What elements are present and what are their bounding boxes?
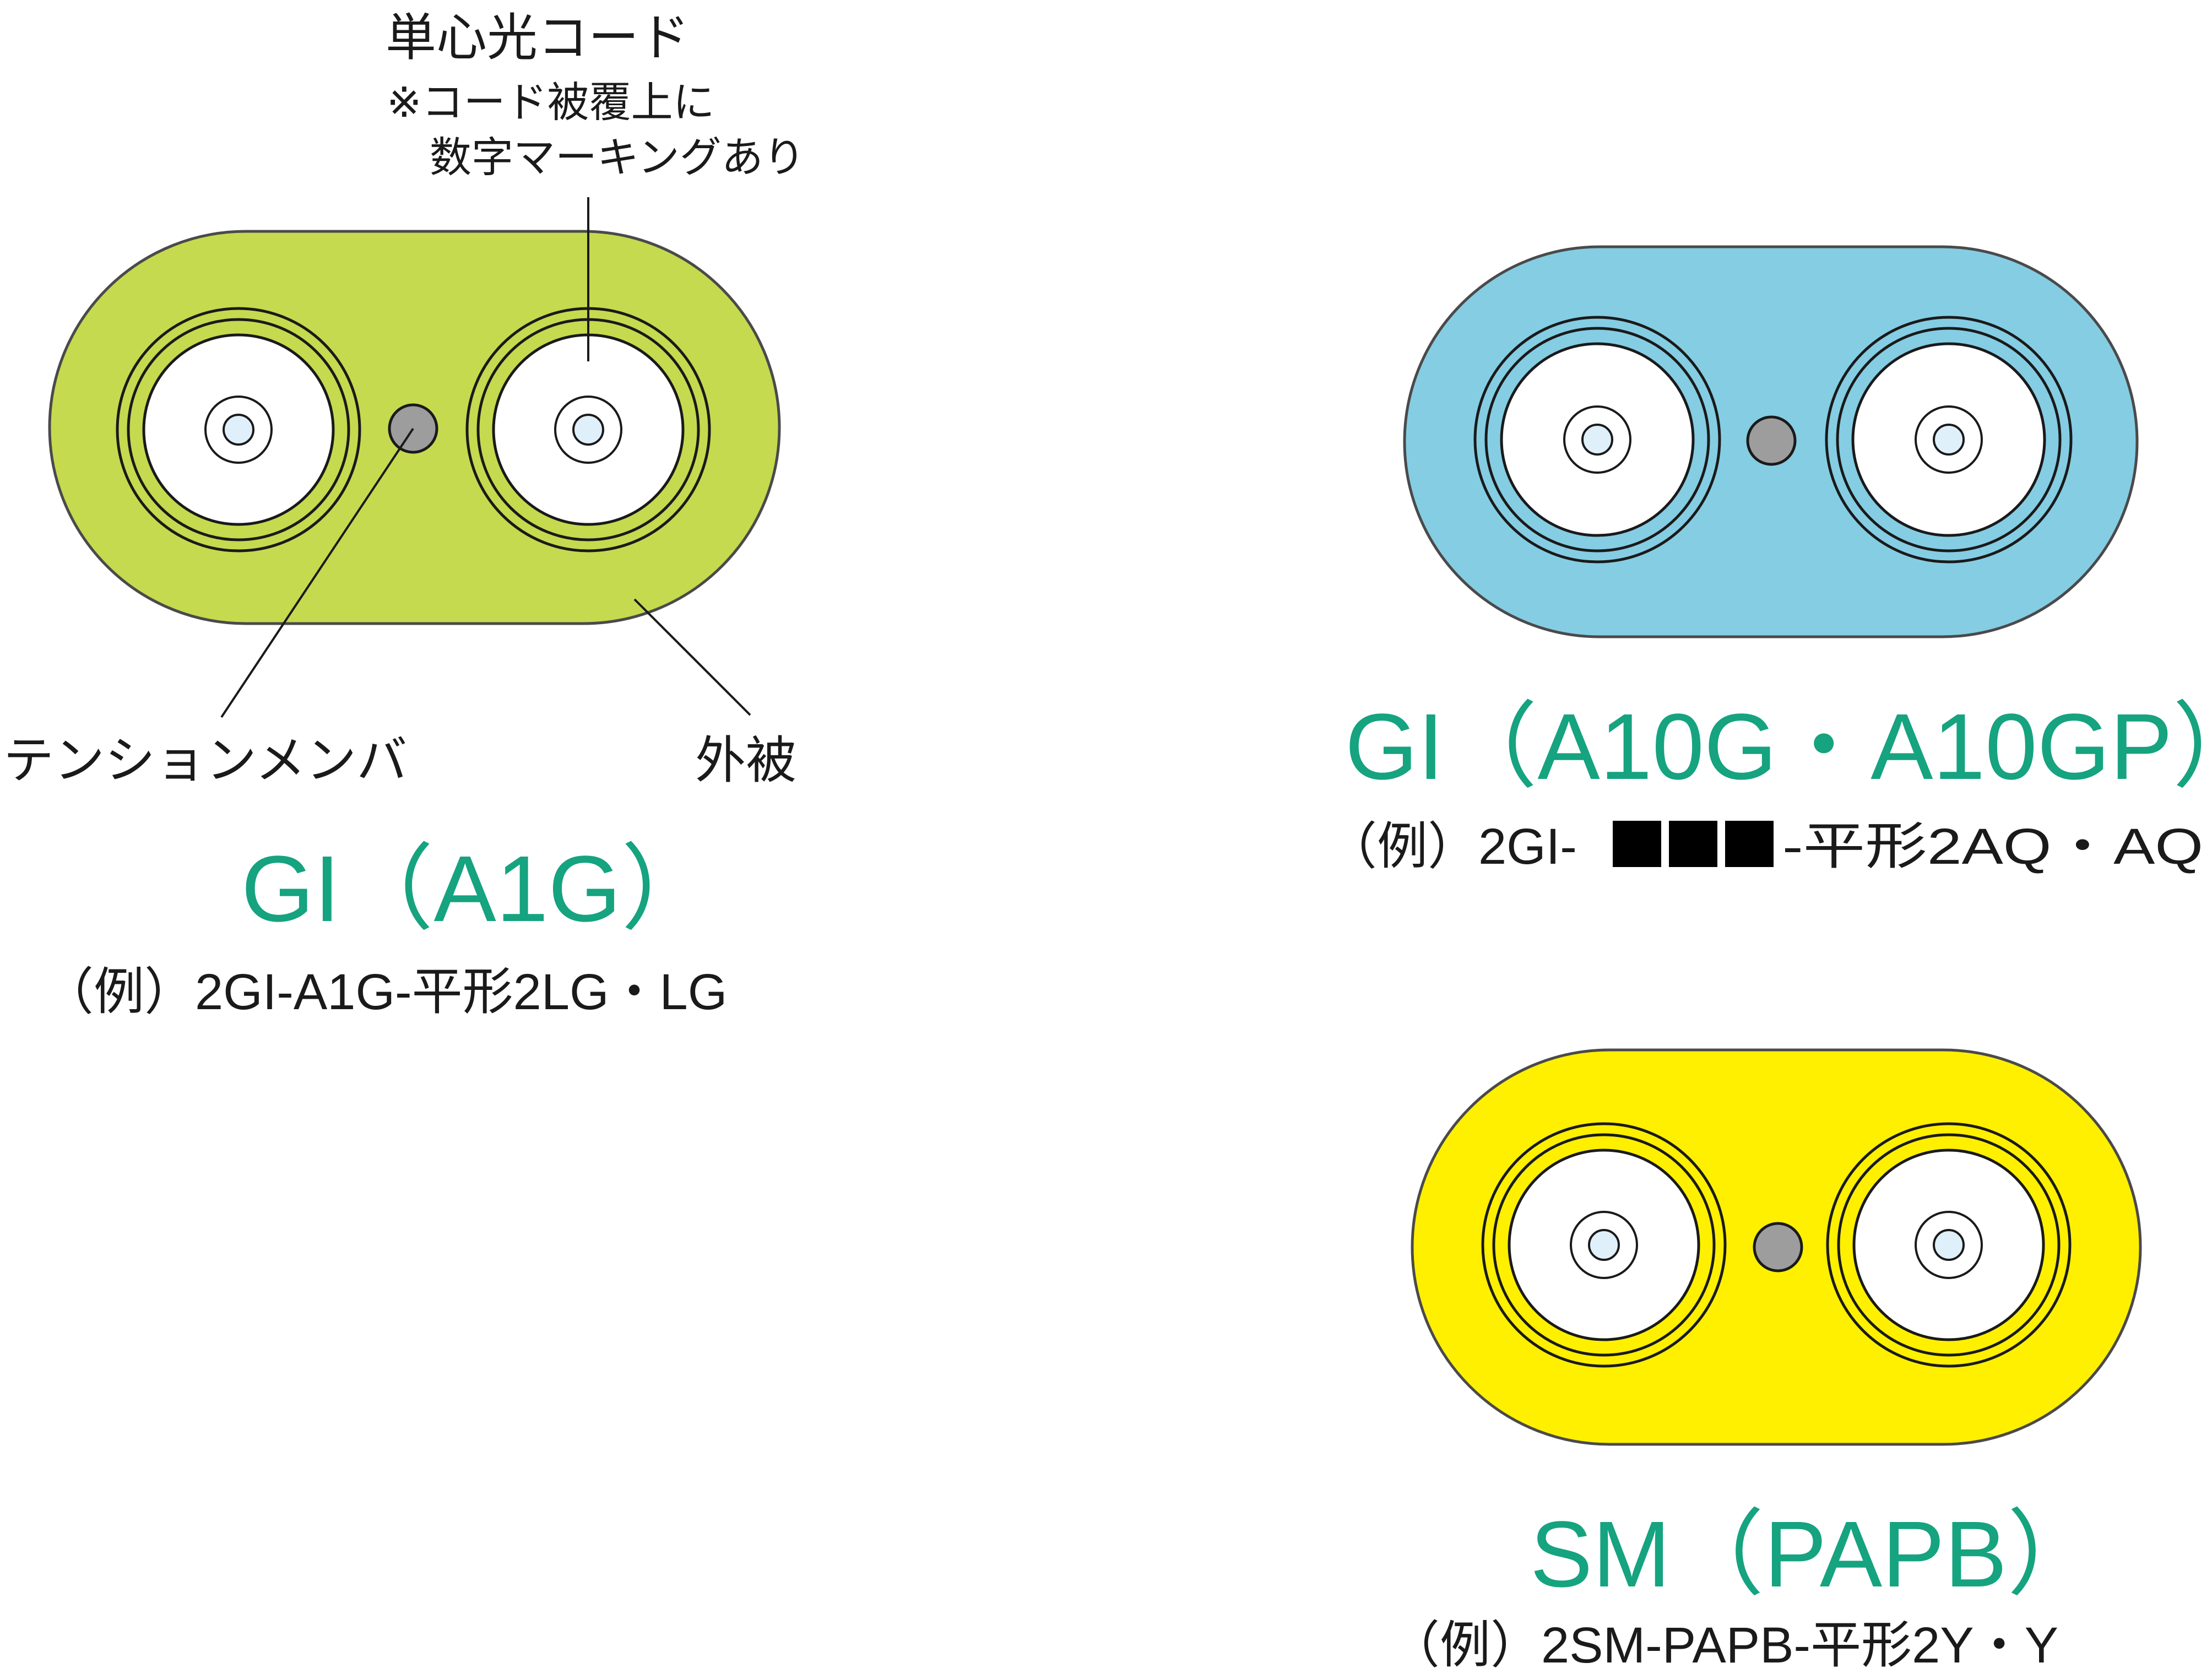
title-gi-a10g: GI（A10G・A10GP） (1345, 695, 2212, 799)
title-sm-papb: SM（PAPB） (1530, 1502, 2101, 1607)
cable-sm-papb-right-cord (1826, 1122, 2072, 1368)
example-sm-papb: （例）2SM-PAPB-平形2Y・Y (1389, 1617, 2058, 1673)
label-jacket: 外被 (695, 731, 796, 790)
title-gi-a1g: GI（A1G） (241, 837, 715, 941)
cable-gi-a10g-tension-member (1746, 415, 1797, 466)
model-code-redaction-3 (1725, 821, 1774, 867)
model-code-redaction-1 (1613, 821, 1661, 867)
label-single-core-cord: 単心光コード (386, 8, 690, 67)
label-marking-note-line1: ※コード被覆上に (387, 78, 715, 127)
example-gi-a10g-suffix: -平形2AQ・AQ (1782, 819, 2203, 875)
label-marking-note-line2: 数字マーキングあり (430, 133, 805, 182)
leader-jacket (633, 598, 751, 716)
cable-gi-a1g (48, 230, 781, 625)
leader-tension-member (220, 427, 414, 718)
label-tension-member: テンションメンバ (3, 731, 407, 790)
cable-gi-a10g-right-cord (1825, 316, 2073, 564)
cable-gi-a1g-left-cord (116, 307, 361, 553)
example-gi-a1g: （例）2GI-A1G-平形2LG・LG (43, 964, 727, 1020)
cable-sm-papb-tension-member (1753, 1222, 1803, 1272)
model-code-redaction-2 (1669, 821, 1717, 867)
cable-sm-papb-left-cord (1481, 1122, 1727, 1368)
example-gi-a10g: （例）2GI- -平形2AQ・AQ (1326, 819, 2203, 875)
example-gi-a10g-prefix: （例）2GI- (1326, 819, 1577, 875)
cable-gi-a10g-left-cord (1473, 316, 1721, 564)
cable-sm-papb (1411, 1048, 2142, 1446)
cable-gi-a10g (1403, 245, 2139, 638)
